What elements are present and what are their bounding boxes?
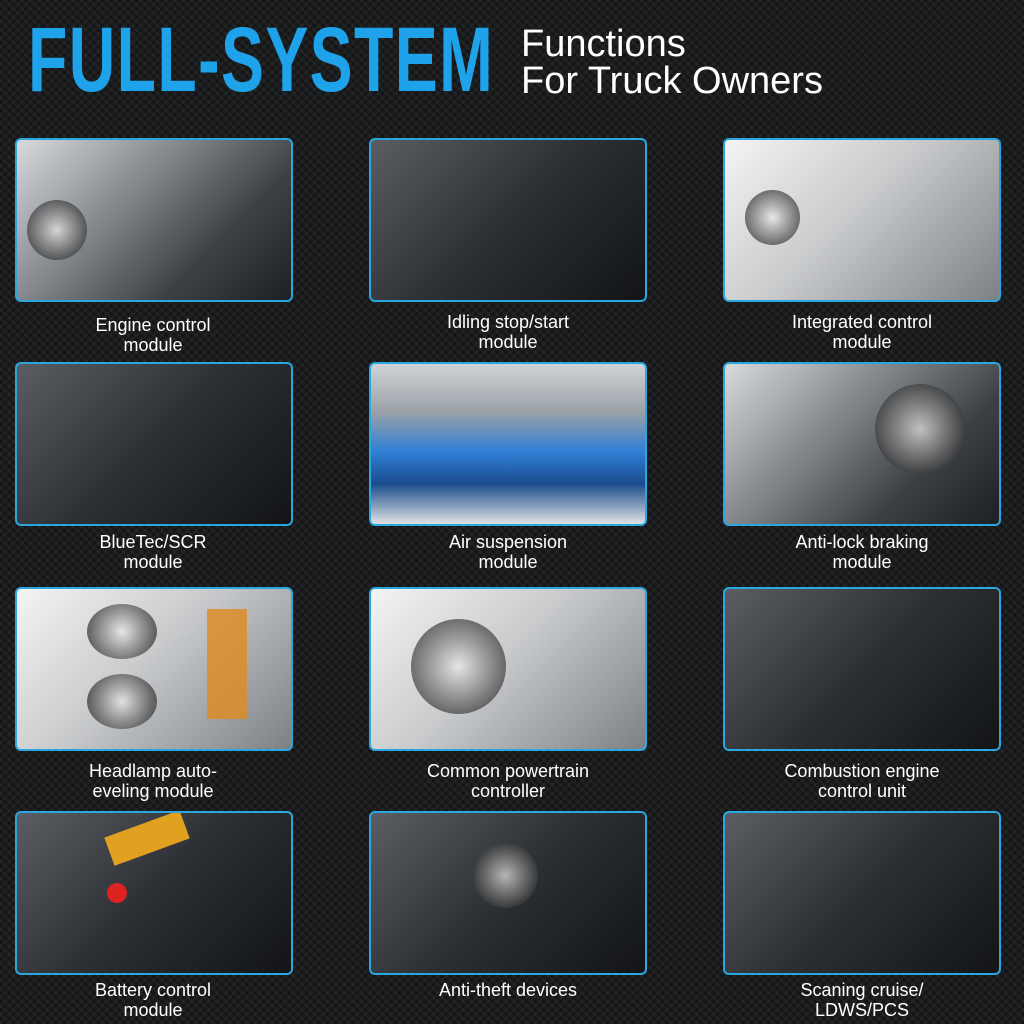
subtitle-line-1: Functions	[521, 23, 686, 65]
module-label: Headlamp auto-eveling module	[88, 761, 218, 801]
anti-theft-image	[369, 811, 647, 975]
page-subtitle: Functions For Truck Owners	[521, 23, 823, 102]
page-title: FULL-SYSTEM	[28, 9, 495, 111]
module-label: Scaning cruise/LDWS/PCS	[800, 980, 924, 1020]
air-suspension-image	[369, 362, 647, 526]
module-label: Anti-theft devices	[438, 980, 578, 1000]
anti-lock-braking-image	[723, 362, 1001, 526]
integrated-control-image	[723, 138, 1001, 302]
combustion-engine-image	[723, 587, 1001, 751]
powertrain-image	[369, 587, 647, 751]
bluetec-scr-image	[15, 362, 293, 526]
headlamp-image	[15, 587, 293, 751]
battery-image	[15, 811, 293, 975]
cruise-ldws-pcs-image	[723, 811, 1001, 975]
engine-control-module-image	[15, 138, 293, 302]
subtitle-line-2: For Truck Owners	[521, 60, 823, 102]
idling-stop-start-image	[369, 138, 647, 302]
